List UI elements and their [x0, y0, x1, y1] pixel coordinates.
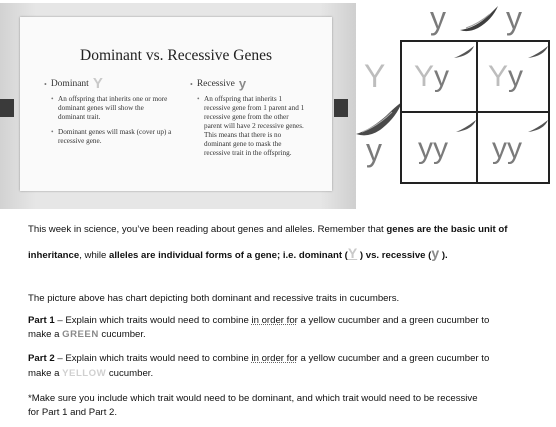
cucumber-icon: [460, 6, 498, 32]
green-word: GREEN: [62, 329, 99, 340]
cucumber-icon: [356, 102, 402, 136]
slide-image: Dominant vs. Recessive Genes • Dominant …: [0, 3, 356, 209]
part-2-line-2: make a YELLOW cucumber.: [28, 368, 154, 379]
dominant-allele-letter: Y: [92, 75, 103, 92]
dominant-heading-label: Dominant: [50, 79, 89, 89]
dominant-heading: • Dominant Y: [44, 75, 103, 92]
slide-content: Dominant vs. Recessive Genes • Dominant …: [20, 17, 332, 191]
recessive-allele-letter: y: [431, 245, 440, 261]
punnett-cell: Yy: [488, 60, 524, 93]
part-1-line-2: make a GREEN cucumber.: [28, 329, 146, 340]
top-allele: y: [506, 0, 522, 36]
punnett-grid: [400, 40, 550, 184]
cucumber-icon: [456, 120, 476, 132]
intro-line-1: This week in science, you’ve been readin…: [28, 224, 508, 235]
punnett-cell: yy: [492, 132, 522, 165]
cucumber-icon: [454, 46, 474, 58]
intro-line-2: inheritance, while alleles are individua…: [28, 245, 448, 261]
punnett-cell: Yy: [414, 60, 450, 93]
side-allele: Y: [364, 58, 386, 94]
punnett-square: y y Y y Yy Yy yy yy: [356, 0, 556, 210]
note-line-1: *Make sure you include which trait would…: [28, 393, 478, 404]
cucumber-icon: [528, 46, 548, 58]
recessive-point: An offspring that inherits 1 recessive g…: [197, 95, 308, 158]
dominant-point: Dominant genes will mask (cover up) a re…: [51, 128, 172, 146]
recessive-column: • Recessive y An offspring that inherits…: [190, 76, 320, 158]
part-2-line-1: Part 2 – Explain which traits would need…: [28, 353, 490, 364]
dominant-point: An offspring that inherits one or more d…: [51, 95, 172, 122]
recessive-heading: • Recessive y: [190, 76, 247, 91]
slide-left-tab: [0, 99, 14, 117]
dominant-allele-letter: Y: [347, 245, 358, 261]
part-1-line-1: Part 1 – Explain which traits would need…: [28, 315, 490, 326]
top-allele: y: [430, 0, 446, 36]
grid-divider: [402, 111, 548, 113]
slide-right-tab: [334, 99, 348, 117]
punnett-cell: yy: [418, 132, 448, 165]
yellow-word: YELLOW: [62, 368, 107, 379]
side-allele: y: [366, 132, 382, 168]
recessive-allele-letter: y: [238, 76, 247, 91]
slide-title: Dominant vs. Recessive Genes: [80, 47, 272, 64]
picture-description: The picture above has chart depicting bo…: [28, 293, 400, 304]
cucumber-icon: [528, 120, 548, 132]
dominant-column: • Dominant Y An offspring that inherits …: [44, 75, 172, 146]
recessive-heading-label: Recessive: [196, 79, 235, 89]
note-line-2: for Part 1 and Part 2.: [28, 407, 118, 418]
